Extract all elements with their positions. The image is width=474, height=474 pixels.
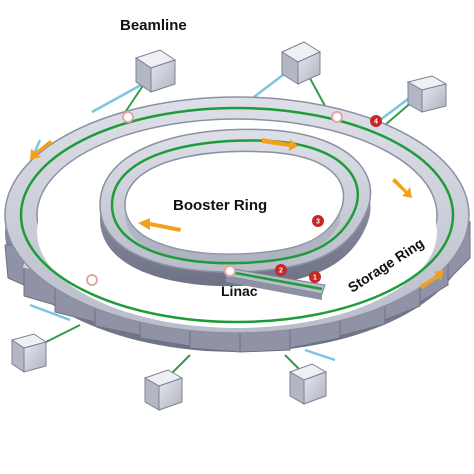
marker-3: 3 — [312, 215, 324, 227]
booster-ring-beam-path — [110, 139, 359, 265]
injection-points — [86, 111, 343, 286]
marker-4: 4 — [370, 115, 382, 127]
beamline-endstation-icon — [134, 49, 177, 93]
svg-text:2: 2 — [279, 268, 283, 275]
storage-ring-beam-path — [19, 106, 455, 324]
booster-ring-label: Booster Ring — [173, 197, 267, 214]
beamline-endstations — [10, 41, 448, 411]
marker-1: 1 — [309, 271, 321, 283]
linac-label: Linac — [221, 283, 258, 299]
photon-beam-icon — [29, 303, 71, 322]
beamline-endstation-icon — [288, 363, 328, 405]
orange-arrow-icon — [392, 178, 412, 198]
marker-2: 2 — [275, 264, 287, 276]
orange-arrow-icon — [30, 140, 53, 160]
linac-beam-path — [229, 270, 323, 291]
svg-text:3: 3 — [316, 219, 320, 226]
beamline-endstation-icon — [406, 75, 448, 113]
injection-point-icon — [331, 111, 343, 123]
direction-arrows — [30, 138, 444, 289]
injection-point-icon — [122, 111, 134, 123]
orange-arrow-icon — [138, 218, 181, 232]
beamline-endstation-icon — [10, 333, 48, 373]
beamline-label: Beamline — [120, 17, 187, 34]
svg-text:1: 1 — [313, 275, 317, 282]
svg-text:4: 4 — [374, 119, 378, 126]
photon-beam-icon — [304, 348, 336, 362]
orange-arrow-icon — [262, 138, 298, 151]
beamline-endstation-icon — [143, 369, 184, 411]
orange-arrow-icon — [420, 270, 444, 289]
injection-point-icon — [86, 274, 98, 286]
linac — [225, 267, 326, 300]
beamline-endstation-icon — [280, 41, 322, 85]
injection-point-icon — [224, 265, 236, 277]
